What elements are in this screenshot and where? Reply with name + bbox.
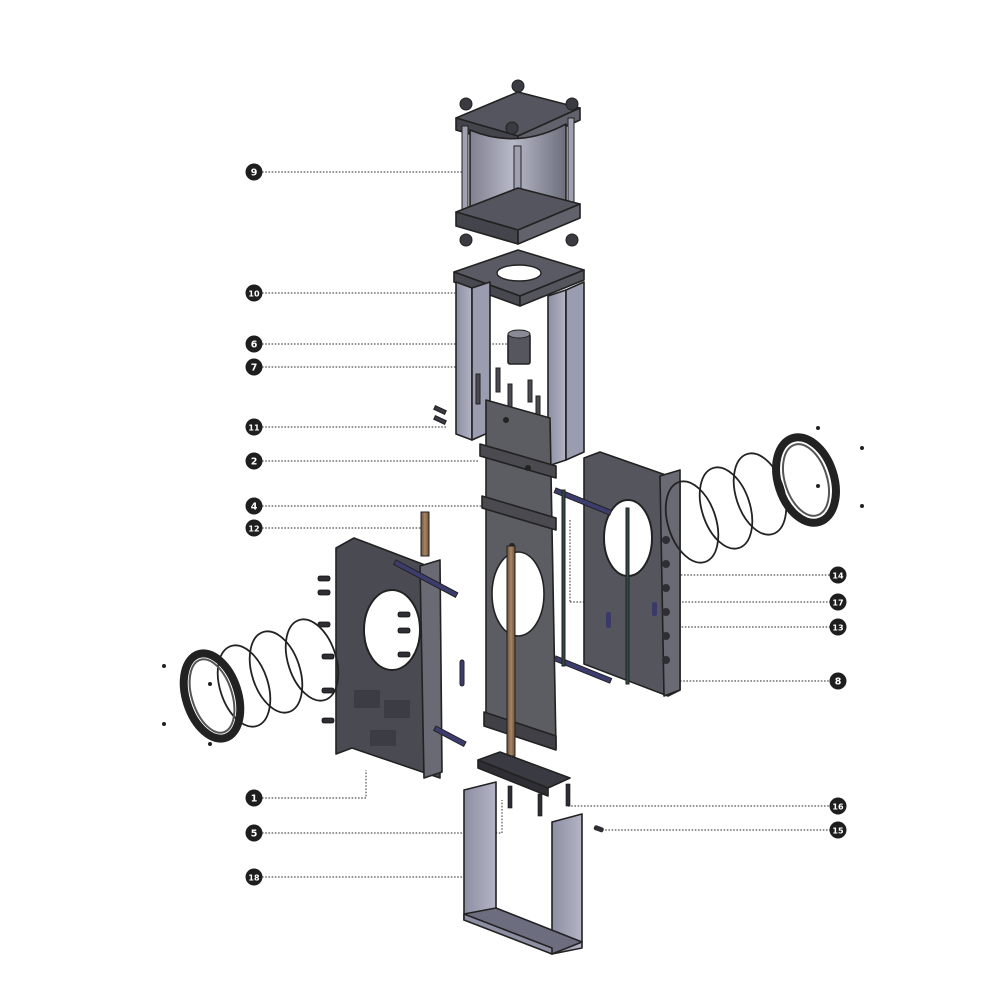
callout-13: 13 — [829, 618, 847, 636]
svg-text:15: 15 — [832, 827, 844, 836]
svg-text:16: 16 — [832, 803, 844, 812]
leader-lines — [262, 171, 830, 878]
svg-text:17: 17 — [832, 599, 843, 608]
callout-15: 15 — [829, 821, 847, 839]
callout-10: 10 — [245, 284, 263, 302]
callout-5: 5 — [245, 824, 263, 842]
part-left-seals — [162, 618, 340, 746]
part-right-seals — [664, 426, 864, 564]
leader-1 — [262, 770, 367, 799]
svg-text:9: 9 — [251, 168, 258, 179]
callout-17: 17 — [829, 593, 847, 611]
part-yoke-bolts — [475, 367, 541, 417]
part-side-screws — [433, 404, 447, 426]
part-bottom-guard-frame — [463, 781, 583, 955]
svg-text:6: 6 — [251, 340, 258, 351]
svg-text:10: 10 — [248, 290, 260, 299]
part-stem-coupling — [507, 329, 531, 365]
callout-18: 18 — [245, 868, 263, 886]
part-gate-plate — [479, 399, 557, 751]
callout-2: 2 — [245, 452, 263, 470]
leader-5 — [262, 800, 503, 834]
svg-text:12: 12 — [248, 525, 259, 534]
part-set-screw — [593, 825, 604, 833]
callout-8: 8 — [829, 672, 847, 690]
callout-4: 4 — [245, 497, 263, 515]
callout-14: 14 — [829, 566, 847, 584]
part-pneumatic-cylinder — [455, 79, 581, 270]
svg-text:18: 18 — [248, 874, 260, 883]
svg-text:14: 14 — [832, 572, 844, 581]
svg-text:7: 7 — [251, 363, 258, 374]
part-valve-body-right — [553, 451, 681, 697]
part-bottom-guide-block — [477, 751, 571, 817]
part-valve-body-left — [317, 537, 467, 779]
callout-6: 6 — [245, 335, 263, 353]
svg-text:4: 4 — [251, 502, 258, 513]
callout-7: 7 — [245, 358, 263, 376]
svg-text:2: 2 — [251, 457, 258, 468]
callouts: 9 10 6 7 11 2 4 12 1 5 18 14 17 13 8 16 … — [245, 163, 847, 886]
svg-text:11: 11 — [248, 424, 260, 433]
svg-text:1: 1 — [251, 794, 258, 805]
callout-9: 9 — [245, 163, 263, 181]
svg-text:8: 8 — [835, 677, 842, 688]
svg-text:13: 13 — [832, 624, 843, 633]
callout-12: 12 — [245, 519, 263, 537]
svg-text:5: 5 — [251, 829, 258, 840]
callout-11: 11 — [245, 418, 263, 436]
callout-16: 16 — [829, 797, 847, 815]
callout-1: 1 — [245, 789, 263, 807]
